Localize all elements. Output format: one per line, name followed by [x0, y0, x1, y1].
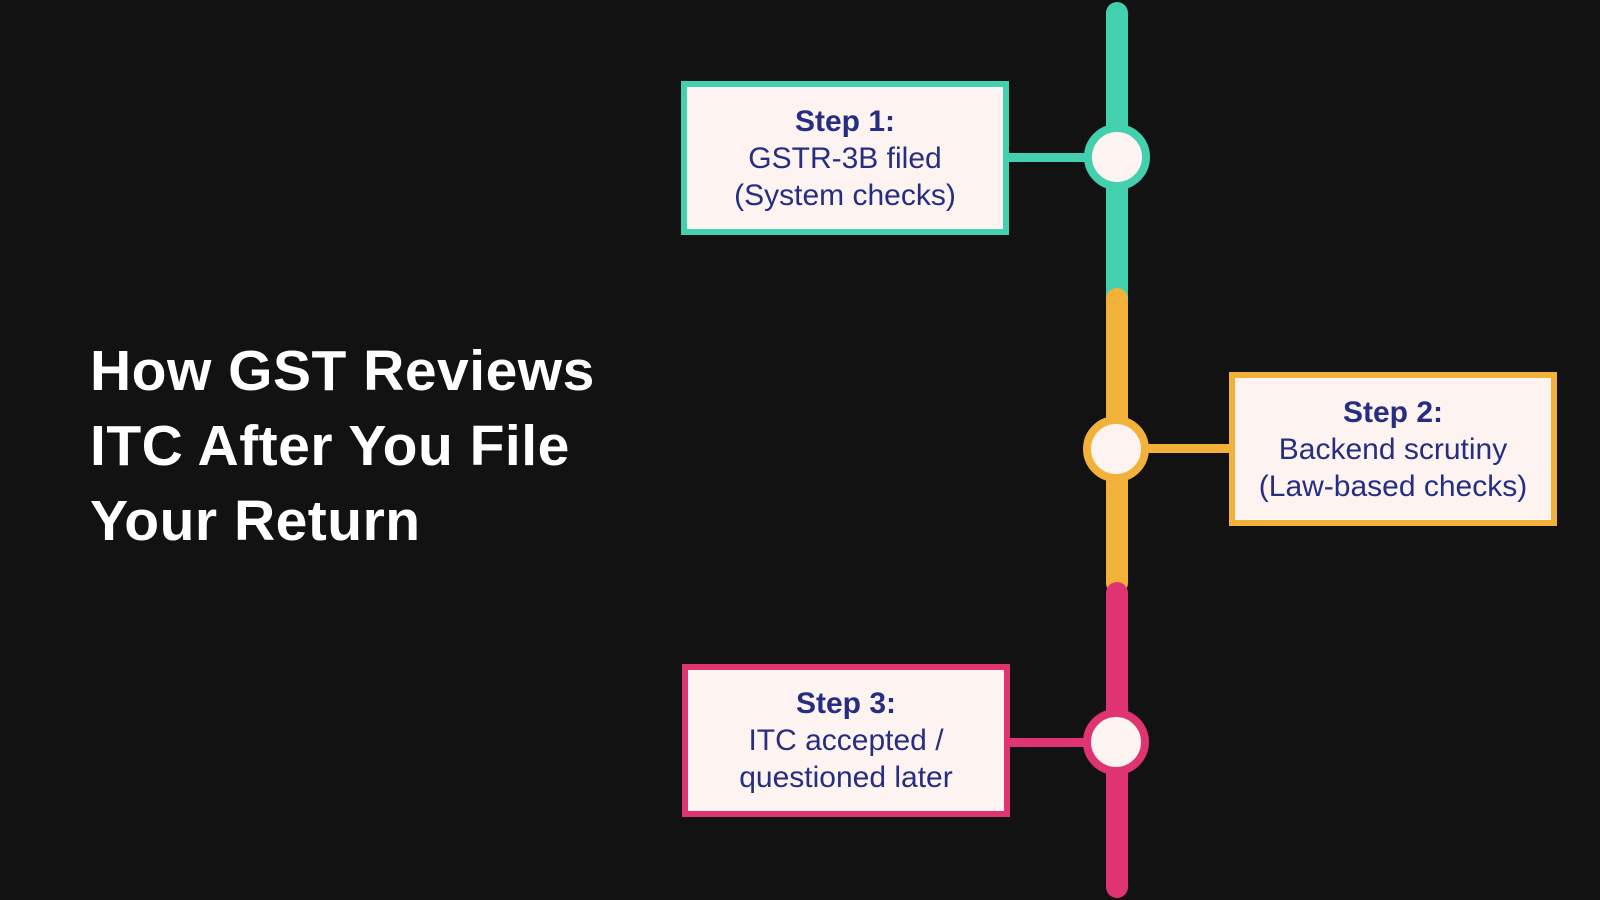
step-2-text-line-1: Backend scrutiny	[1278, 432, 1508, 466]
step-3-label: Step 3:	[795, 687, 897, 720]
step-1-timeline-node	[1084, 124, 1150, 190]
step-3-card: Step 3: ITC accepted / questioned later	[682, 664, 1010, 817]
step-2-label: Step 2:	[1342, 395, 1444, 429]
title-line-3: Your Return	[90, 489, 421, 553]
step-3-text-line-2: questioned later	[739, 761, 953, 794]
step-3-timeline-node	[1083, 709, 1149, 775]
title-line-2: ITC After You File	[90, 414, 570, 478]
step-2-card: Step 2: Backend scrutiny (Law-based chec…	[1229, 372, 1557, 526]
step-1-text-line-2: (System checks)	[734, 178, 956, 212]
step-2-connector-line	[1116, 444, 1233, 453]
page-title: How GST Reviews ITC After You File Your …	[90, 334, 595, 559]
title-line-1: How GST Reviews	[90, 339, 595, 403]
step-1-text-line-1: GSTR-3B filed	[748, 141, 942, 175]
step-1-card: Step 1: GSTR-3B filed (System checks)	[681, 81, 1009, 235]
step-1-connector-line	[1004, 153, 1117, 162]
step-1-label: Step 1:	[794, 104, 896, 138]
step-3-connector-line	[1005, 738, 1117, 747]
step-3-text-line-1: ITC accepted /	[748, 724, 944, 757]
step-2-text-line-2: (Law-based checks)	[1258, 469, 1528, 503]
step-2-timeline-node	[1083, 416, 1149, 482]
